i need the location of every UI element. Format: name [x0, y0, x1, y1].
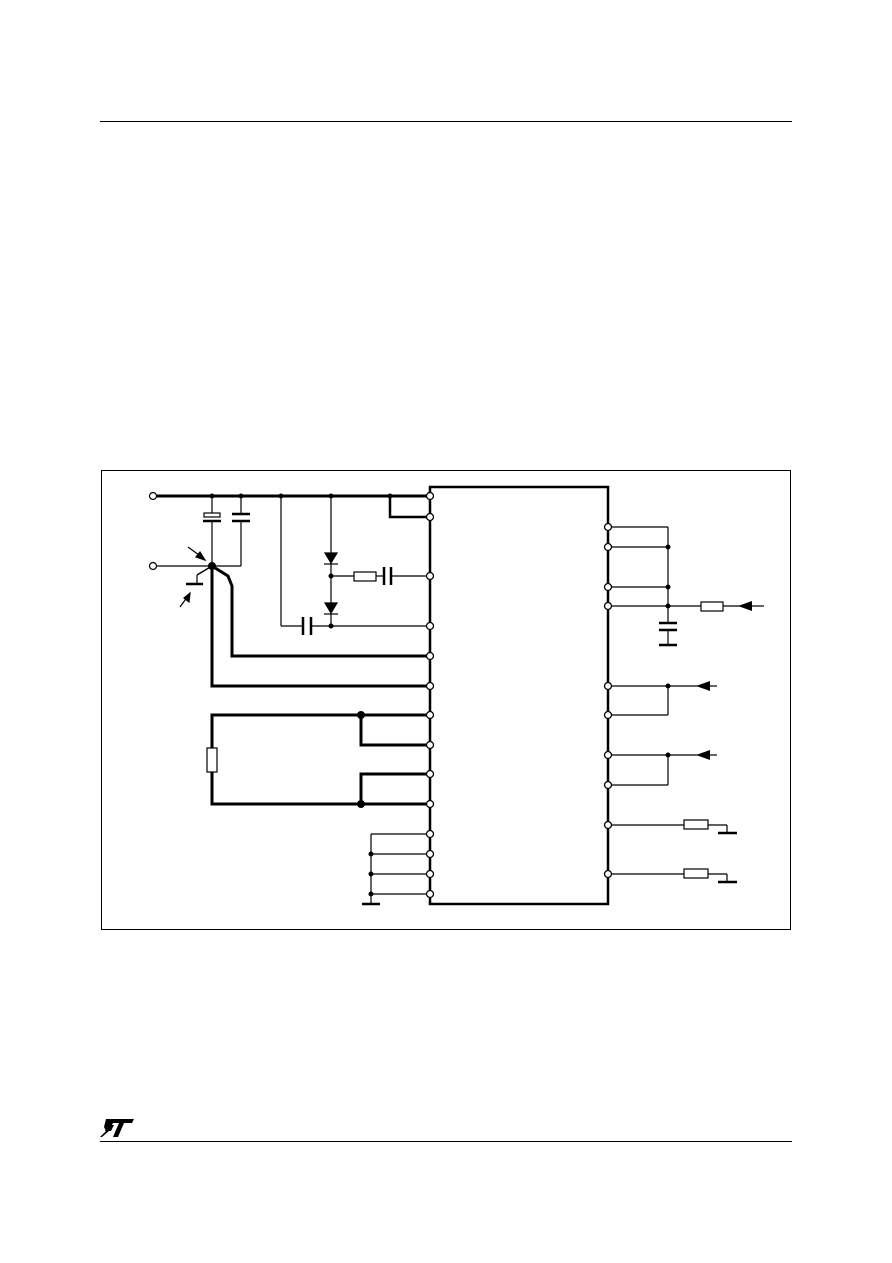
feedback-resistor-loop — [210, 713, 430, 806]
feedback-resistor — [206, 747, 218, 773]
right-junctions — [665, 544, 671, 758]
sensor-arrows — [179, 546, 207, 608]
right-network — [608, 526, 764, 884]
figure-frame — [101, 470, 791, 930]
ic-pins-left — [425, 491, 435, 899]
ic-pins-right — [603, 522, 613, 879]
ground-bus — [362, 833, 430, 906]
ic-body — [428, 485, 610, 906]
sensor-leads — [210, 564, 430, 688]
loop-junctions — [357, 711, 365, 808]
ground-junctions — [368, 851, 374, 897]
diodes — [323, 552, 339, 615]
footer-rule — [100, 1141, 792, 1142]
diode-junctions — [328, 573, 334, 629]
supply-terminal — [148, 491, 158, 501]
st-logo-icon — [100, 1119, 134, 1137]
input-terminal — [148, 561, 158, 571]
right-arrows — [696, 601, 752, 760]
header-rule — [100, 121, 792, 122]
input-network — [157, 496, 250, 586]
supply-rail — [153, 494, 430, 519]
